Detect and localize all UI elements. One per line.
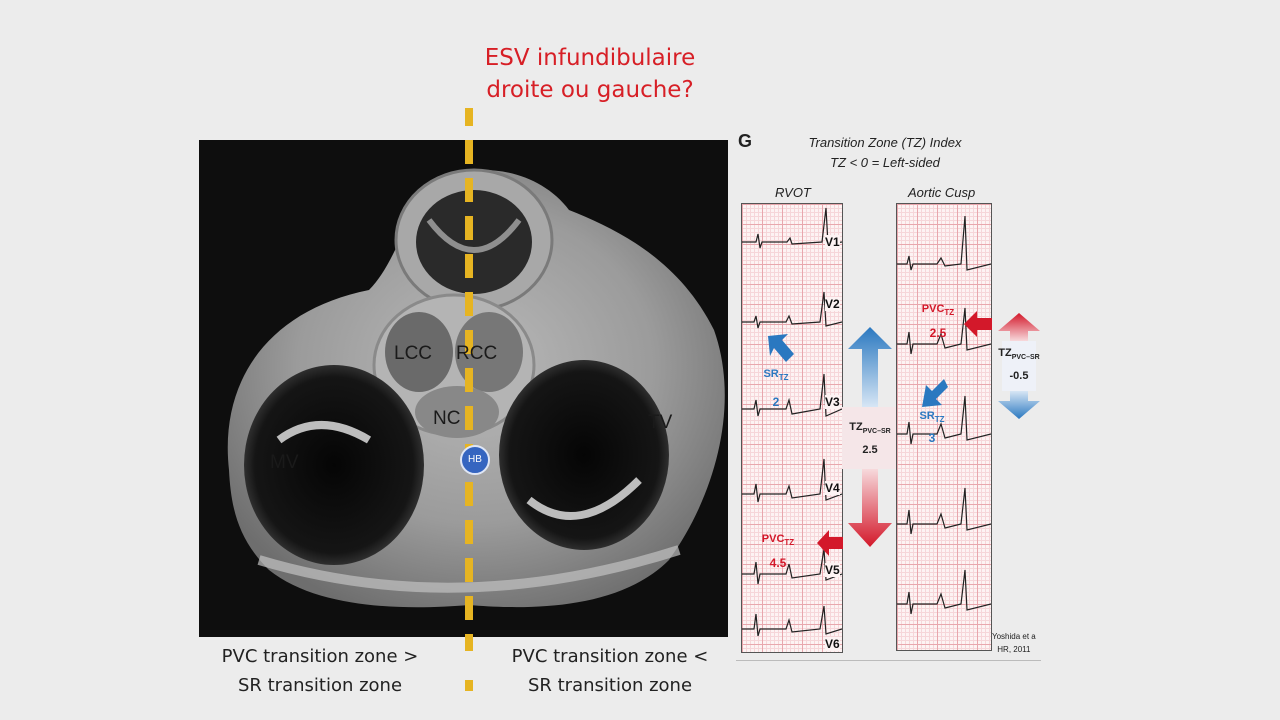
aortic-pvc-label: PVCTZ 2.5 <box>916 302 960 340</box>
rcc-label: RCC <box>456 343 498 364</box>
tz-center-value: 2.5 <box>862 444 878 457</box>
nc-label: NC <box>433 408 461 429</box>
rvot-ecg-strip <box>741 203 843 653</box>
ecg-title-line-1: Transition Zone (TZ) Index <box>808 135 962 150</box>
aortic-pvc-value: 2.5 <box>929 326 947 341</box>
ecg-figure-panel: G Transition Zone (TZ) Index TZ < 0 = Le… <box>730 127 1065 667</box>
dashed-divider-tail-2 <box>465 680 473 691</box>
caption-right-line-2: SR transition zone <box>527 675 693 696</box>
ecg-panel-title: Transition Zone (TZ) Index TZ < 0 = Left… <box>770 133 1000 173</box>
tz-right-label: TZPVC–SR -0.5 <box>994 345 1044 384</box>
ecg-title-line-2: TZ < 0 = Left-sided <box>830 155 940 170</box>
lead-v2: V2 <box>825 297 840 311</box>
tz-center-label: TZPVC–SR 2.5 <box>842 419 898 458</box>
aortic-ecg-strip <box>896 203 992 651</box>
credit-line-1: Yoshida et a <box>992 632 1036 641</box>
rvot-pvc-arrow-icon <box>817 530 843 556</box>
lcc-label: LCC <box>394 343 433 364</box>
lead-v6: V6 <box>825 637 840 651</box>
aortic-pvc-text: PVC <box>921 303 945 315</box>
aortic-sr-sub: TZ <box>934 415 945 425</box>
title-line-2: droite ou gauche? <box>486 77 694 103</box>
tz-center-arrows-icon <box>842 327 898 547</box>
rvot-sr-sub: TZ <box>778 373 789 383</box>
rvot-sr-label: SRTZ 2 <box>756 367 796 409</box>
caption-left: PVC transition zone > SR transition zone <box>205 642 435 700</box>
heart-specimen-image: LCC RCC NC MV TV HB <box>199 140 728 637</box>
tz-center-sub: PVC–SR <box>862 428 891 436</box>
aortic-sr-text: SR <box>919 410 935 422</box>
heart-illustration <box>227 140 725 637</box>
tv-label: TV <box>648 412 673 433</box>
lead-v1: V1 <box>825 235 840 249</box>
rvot-sr-value: 2 <box>772 395 780 410</box>
rvot-sr-arrow-icon <box>768 334 794 362</box>
lead-v5: V5 <box>825 563 840 577</box>
aortic-pvc-sub: TZ <box>944 308 955 318</box>
rvot-pvc-text: PVC <box>761 533 785 545</box>
rvot-title: RVOT <box>775 185 811 200</box>
rvot-sr-text: SR <box>763 368 779 380</box>
tz-right-text: TZ <box>998 347 1012 359</box>
aortic-sr-value: 3 <box>928 431 936 446</box>
tz-right-arrows-icon <box>998 313 1040 419</box>
dashed-divider-tail-1 <box>465 637 473 651</box>
panel-letter: G <box>738 131 753 151</box>
caption-left-line-2: SR transition zone <box>237 675 403 696</box>
aortic-sr-label: SRTZ 3 <box>912 409 952 445</box>
rvot-ecg-traces <box>742 207 843 637</box>
title-line-1: ESV infundibulaire <box>484 45 696 71</box>
caption-right: PVC transition zone < SR transition zone <box>500 642 720 700</box>
slide-title: ESV infundibulaire droite ou gauche? <box>440 42 740 106</box>
tz-center-text: TZ <box>849 421 863 433</box>
dashed-divider-top <box>465 108 473 126</box>
rvot-pvc-value: 4.5 <box>769 556 787 571</box>
rvot-pvc-label: PVCTZ 4.5 <box>754 532 802 570</box>
rvot-pvc-sub: TZ <box>784 538 795 548</box>
aortic-sr-arrow-icon <box>922 379 948 407</box>
aortic-ecg-traces <box>897 215 992 615</box>
figure-credit: Yoshida et a HR, 2011 <box>992 630 1036 656</box>
caption-left-line-1: PVC transition zone > <box>221 646 419 667</box>
aortic-cusp-title: Aortic Cusp <box>908 185 976 200</box>
credit-line-2: HR, 2011 <box>997 645 1031 654</box>
lead-v3: V3 <box>825 395 840 409</box>
tz-right-value: -0.5 <box>1009 370 1029 383</box>
his-bundle-marker: HB <box>460 445 490 475</box>
caption-right-line-1: PVC transition zone < <box>511 646 709 667</box>
lead-v4: V4 <box>825 481 840 495</box>
panel-divider <box>736 660 1041 661</box>
aortic-pvc-arrow-icon <box>964 311 992 337</box>
mv-label: MV <box>270 452 299 473</box>
tz-right-sub: PVC–SR <box>1011 354 1040 362</box>
